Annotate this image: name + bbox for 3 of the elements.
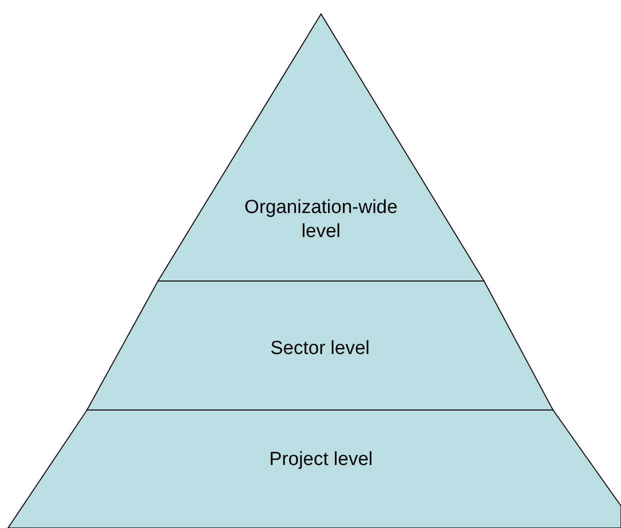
tier-label: Organization-wide level (243, 196, 399, 244)
tier-label: Project level (268, 448, 374, 472)
tier-label: Sector level (269, 337, 371, 361)
